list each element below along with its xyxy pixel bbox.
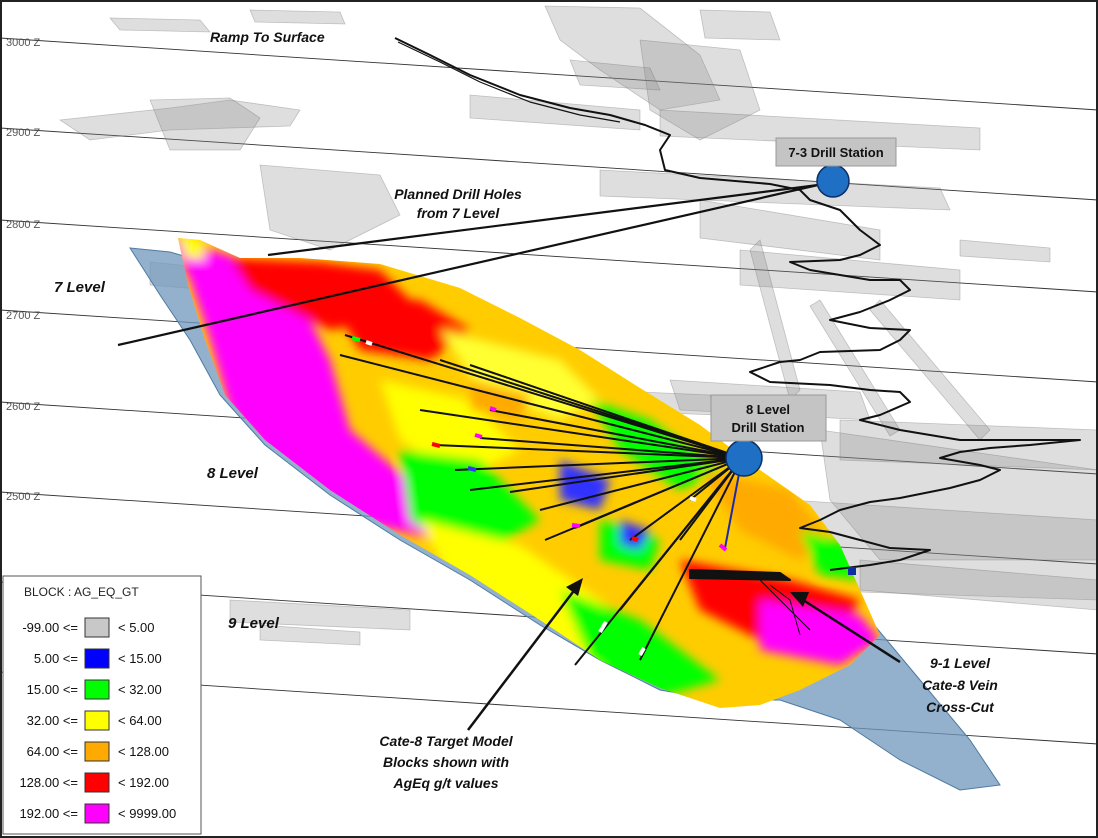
station-label-box — [775, 137, 897, 167]
legend-title: BLOCK : AG_EQ_GT — [24, 585, 139, 599]
legend-item: -99.00 <= < 5.00 — [22, 617, 155, 638]
planned-drill-holes — [117, 183, 819, 347]
drill-fan — [339, 334, 743, 666]
legend-swatch — [84, 741, 110, 762]
station-marker-icon[interactable] — [725, 439, 763, 477]
legend-low: 128.00 <= — [19, 775, 78, 790]
station-label-box — [710, 394, 827, 442]
legend-swatch — [84, 617, 110, 638]
legend-high: < 5.00 — [118, 620, 155, 635]
crosscut-label-line3: Cross-Cut — [926, 699, 995, 715]
legend-high: < 192.00 — [118, 775, 169, 790]
station-label: 7-3 Drill Station — [788, 145, 883, 160]
legend-swatch — [84, 679, 110, 700]
annotations: Ramp To Surface Planned Drill Holes from… — [54, 29, 998, 791]
station-marker-icon[interactable] — [816, 164, 850, 198]
legend-swatch — [84, 710, 110, 731]
legend-swatch — [84, 772, 110, 793]
ramp-workings — [394, 37, 1081, 636]
legend-low: 15.00 <= — [27, 682, 78, 697]
level-7-label: 7 Level — [54, 279, 106, 296]
planned-holes-label-line2: from 7 Level — [417, 205, 501, 221]
legend-high: < 9999.00 — [118, 806, 176, 821]
elevation-label: 2600 Z — [6, 401, 41, 413]
elevation-labels: 3000 Z 2900 Z 2800 Z 2700 Z 2600 Z 2500 … — [6, 37, 41, 503]
legend-item: 128.00 <= < 192.00 — [19, 772, 169, 793]
legend-low: 32.00 <= — [27, 713, 78, 728]
elevation-label: 2800 Z — [6, 219, 41, 231]
elevation-label: 3000 Z — [6, 37, 41, 49]
crosscut-label-line2: Cate-8 Vein — [922, 677, 998, 693]
drill-station-8[interactable]: 8 Level Drill Station — [710, 394, 827, 477]
planned-holes-label-line1: Planned Drill Holes — [394, 186, 522, 202]
legend-high: < 128.00 — [118, 744, 169, 759]
legend-high: < 15.00 — [118, 651, 162, 666]
legend-high: < 32.00 — [118, 682, 162, 697]
legend-swatch — [84, 648, 110, 669]
assay-ticks — [351, 336, 728, 656]
legend: BLOCK : AG_EQ_GT -99.00 <= < 5.00 5.00 <… — [2, 575, 202, 835]
legend-low: -99.00 <= — [22, 620, 78, 635]
legend-item: 15.00 <= < 32.00 — [27, 679, 162, 700]
target-label-line3: AgEq g/t values — [392, 775, 498, 791]
legend-item: 64.00 <= < 128.00 — [27, 741, 169, 762]
legend-low: 5.00 <= — [34, 651, 78, 666]
annotation-arrows — [467, 578, 901, 731]
legend-item: 32.00 <= < 64.00 — [27, 710, 162, 731]
legend-low: 192.00 <= — [19, 806, 78, 821]
elevation-label: 2900 Z — [6, 127, 41, 139]
legend-item: 192.00 <= < 9999.00 — [19, 803, 176, 824]
station-label-line1: 8 Level — [746, 402, 790, 417]
level-9-label: 9 Level — [228, 615, 280, 632]
elevation-label: 2700 Z — [6, 310, 41, 322]
ramp-label: Ramp To Surface — [210, 29, 325, 45]
level-8-label: 8 Level — [207, 465, 259, 482]
target-label-line1: Cate-8 Target Model — [379, 733, 513, 749]
legend-swatch — [84, 803, 110, 824]
legend-item: 5.00 <= < 15.00 — [34, 648, 162, 669]
elevation-label: 2500 Z — [6, 491, 41, 503]
target-label-line2: Blocks shown with — [383, 754, 509, 770]
crosscut-label-line1: 9-1 Level — [930, 655, 991, 671]
legend-high: < 64.00 — [118, 713, 162, 728]
drill-station-7-3[interactable]: 7-3 Drill Station — [775, 137, 897, 198]
legend-box — [2, 575, 202, 835]
block-model — [178, 238, 880, 708]
legend-low: 64.00 <= — [27, 744, 78, 759]
station-label-line2: Drill Station — [732, 420, 805, 435]
